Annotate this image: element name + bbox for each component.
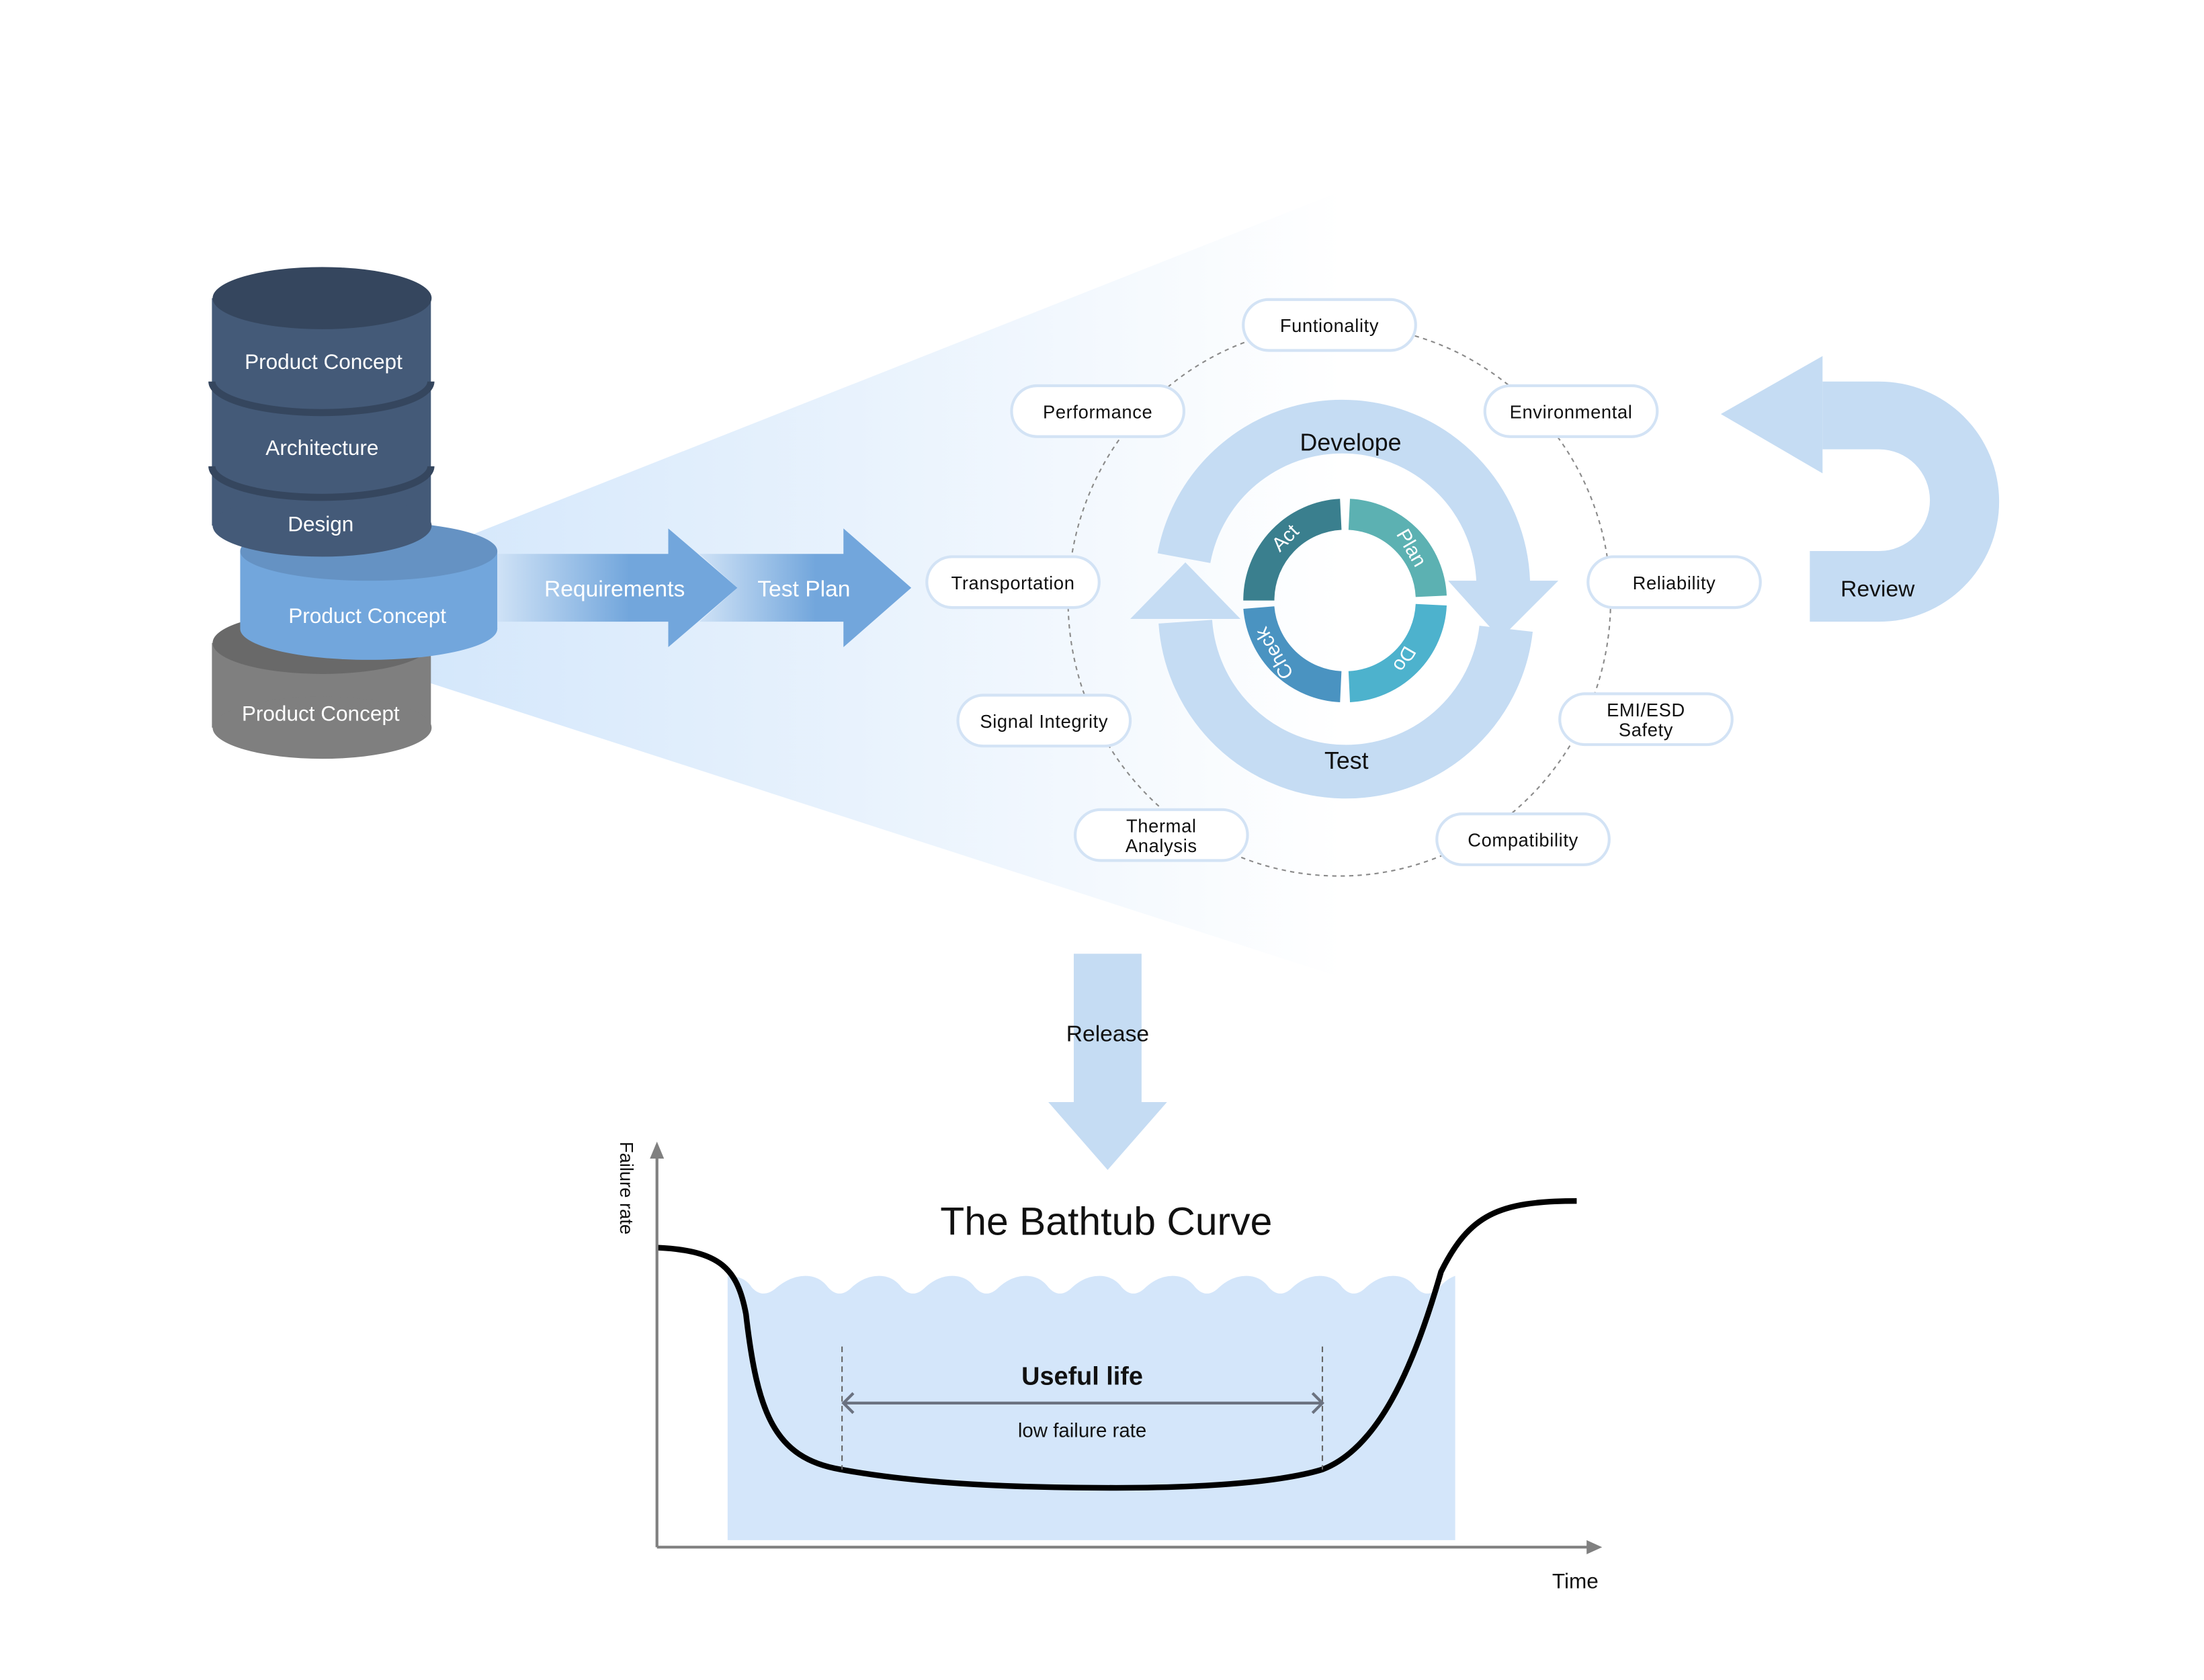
pdca-plan-segment bbox=[1348, 499, 1447, 598]
requirements-label: Requirements bbox=[544, 577, 685, 601]
test-arrowhead bbox=[1130, 562, 1241, 619]
test-plan-arrow: Test Plan bbox=[699, 528, 912, 647]
pill-environmental: Environmental bbox=[1483, 384, 1659, 438]
pill-thermal-analysis: Thermal Analysis bbox=[1073, 808, 1249, 862]
requirements-arrow: Requirements bbox=[497, 528, 738, 647]
release-arrow: Release bbox=[1048, 954, 1167, 1170]
pill-functionality: Funtionality bbox=[1242, 298, 1417, 352]
useful-life-double-arrow bbox=[841, 1392, 1324, 1415]
cylinder-middle-label: Product Concept bbox=[288, 603, 446, 628]
pill-performance: Performance bbox=[1010, 384, 1186, 438]
cylinder-bottom-label: Product Concept bbox=[242, 701, 400, 725]
pill-transportation: Transportation bbox=[925, 555, 1101, 610]
pill-compatibility-label: Compatibility bbox=[1468, 829, 1578, 850]
x-axis-label: Time bbox=[1552, 1568, 1599, 1593]
axes bbox=[650, 1141, 1603, 1554]
test-label: Test bbox=[1324, 747, 1369, 774]
pill-reliability-label: Reliability bbox=[1633, 573, 1716, 593]
pill-reliability: Reliability bbox=[1586, 555, 1762, 610]
pill-thermal-label-line2: Analysis bbox=[1126, 835, 1197, 856]
test-plan-label: Test Plan bbox=[757, 577, 850, 601]
pill-transportation-label: Transportation bbox=[951, 573, 1075, 593]
useful-life-label: Useful life bbox=[1021, 1363, 1143, 1391]
pdca-ring: Act Plan Do Check bbox=[1243, 499, 1447, 702]
failure-rate-curve bbox=[656, 1198, 1577, 1491]
pill-compatibility: Compatibility bbox=[1435, 812, 1611, 866]
develop-test-cycle: Develope Test bbox=[1130, 399, 1559, 799]
pill-performance-label: Performance bbox=[1043, 401, 1152, 422]
develope-label: Develope bbox=[1300, 429, 1402, 456]
water-fill bbox=[727, 1275, 1455, 1540]
pill-signal-integrity-label: Signal Integrity bbox=[980, 711, 1108, 732]
pill-signal-integrity: Signal Integrity bbox=[956, 694, 1132, 748]
pill-emi-label-line1: EMI/ESD bbox=[1607, 700, 1685, 720]
stack-layer-architecture: Architecture bbox=[265, 435, 378, 460]
release-label: Release bbox=[1066, 1022, 1149, 1047]
pdca-do-segment bbox=[1348, 603, 1447, 702]
pill-thermal-label-line1: Thermal bbox=[1126, 815, 1197, 836]
pill-functionality-label: Funtionality bbox=[1280, 315, 1379, 336]
develop-arrowhead bbox=[1448, 581, 1559, 639]
stack-layer-product-concept: Product Concept bbox=[245, 349, 402, 374]
pdca-act-segment bbox=[1243, 499, 1343, 601]
bathtub-title: The Bathtub Curve bbox=[940, 1200, 1272, 1244]
pill-environmental-label: Environmental bbox=[1510, 401, 1633, 422]
cylinder-middle: Product Concept bbox=[240, 521, 498, 660]
pill-emi-label-line2: Safety bbox=[1619, 719, 1673, 740]
bathtub-curve-chart: The Bathtub Curve Useful life low failur… bbox=[616, 1141, 1603, 1593]
pdca-check-segment bbox=[1243, 605, 1343, 702]
low-failure-rate-label: low failure rate bbox=[1018, 1419, 1146, 1441]
stack-layer-design: Design bbox=[288, 512, 353, 536]
y-axis-label: Failure rate bbox=[616, 1142, 637, 1234]
review-arrow: Review bbox=[1720, 355, 2000, 622]
pill-emi-esd-safety: EMI/ESD Safety bbox=[1558, 692, 1734, 747]
cylinder-stack: Product Concept Architecture Design bbox=[208, 267, 435, 557]
review-label: Review bbox=[1840, 577, 1915, 601]
